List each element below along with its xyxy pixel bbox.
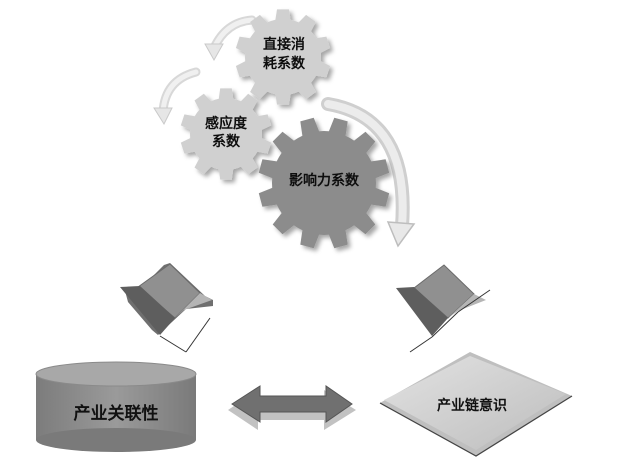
curve-arrow-top bbox=[204, 15, 257, 62]
gear-direct-label-line2: 耗系数 bbox=[263, 55, 306, 72]
plane-label: 产业链意识 bbox=[437, 397, 507, 414]
database-cylinder: 产业关联性 bbox=[35, 361, 197, 452]
gear-sensitivity: 感应度 系数 bbox=[180, 88, 272, 180]
gear-direct-label-line1: 直接消 bbox=[263, 36, 305, 53]
gear-influence-label: 影响力系数 bbox=[289, 172, 360, 189]
curve-arrow-large bbox=[321, 97, 416, 248]
curve-arrow-middle bbox=[153, 67, 201, 126]
database-label: 产业关联性 bbox=[74, 403, 159, 424]
down-arrow-right bbox=[396, 264, 491, 353]
down-arrow-left bbox=[120, 263, 213, 353]
gear-sensitivity-label-line1: 感应度 bbox=[205, 115, 248, 132]
double-arrow bbox=[228, 385, 356, 430]
gear-direct-consumption: 直接消 耗系数 bbox=[235, 9, 331, 105]
gear-sensitivity-label-line2: 系数 bbox=[212, 133, 241, 150]
gear-influence: 影响力系数 bbox=[258, 117, 390, 249]
awareness-plane: 产业链意识 bbox=[379, 352, 573, 457]
